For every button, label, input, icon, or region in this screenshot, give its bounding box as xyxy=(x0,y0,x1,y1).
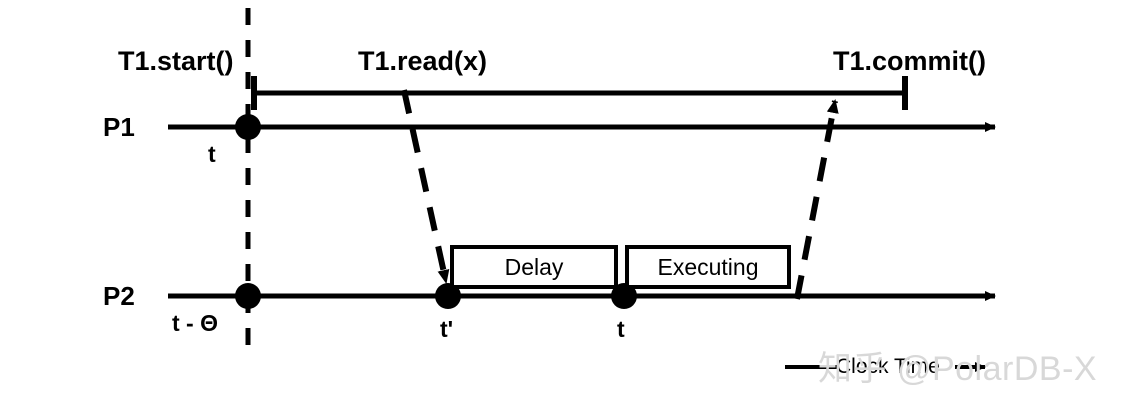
process-label-p1: P1 xyxy=(103,112,135,142)
tick-label-p1-t: t xyxy=(208,141,216,167)
label-t1-commit-call: T1.commit() xyxy=(833,46,987,76)
process-label-p2: P2 xyxy=(103,281,135,311)
p1-event-dot-t xyxy=(235,114,261,140)
phase-label-delay: Delay xyxy=(504,253,564,280)
tick-label-p2-t-prime: t' xyxy=(440,316,454,342)
read-response-message-arrow xyxy=(794,99,839,300)
p2-event-dot-t xyxy=(611,283,637,309)
p2-event-dot-t-minus-theta xyxy=(235,283,261,309)
read-request-message-arrow xyxy=(401,89,450,284)
tick-label-p2-t: t xyxy=(617,316,625,342)
phase-box-executing: Executing xyxy=(625,245,791,289)
legend-label-clock-time: Clock Time xyxy=(836,355,940,378)
p2-event-dot-t-prime xyxy=(435,283,461,309)
phase-box-delay: Delay xyxy=(450,245,618,289)
phase-label-executing: Executing xyxy=(657,253,759,280)
tick-label-p2-t-minus-theta: t - Θ xyxy=(172,310,218,336)
label-t1-start-call: T1.start() xyxy=(118,46,234,76)
watermark-text: 知乎 @PolarDB-X xyxy=(818,350,1098,388)
label-t1-read-call: T1.read(x) xyxy=(358,46,488,76)
